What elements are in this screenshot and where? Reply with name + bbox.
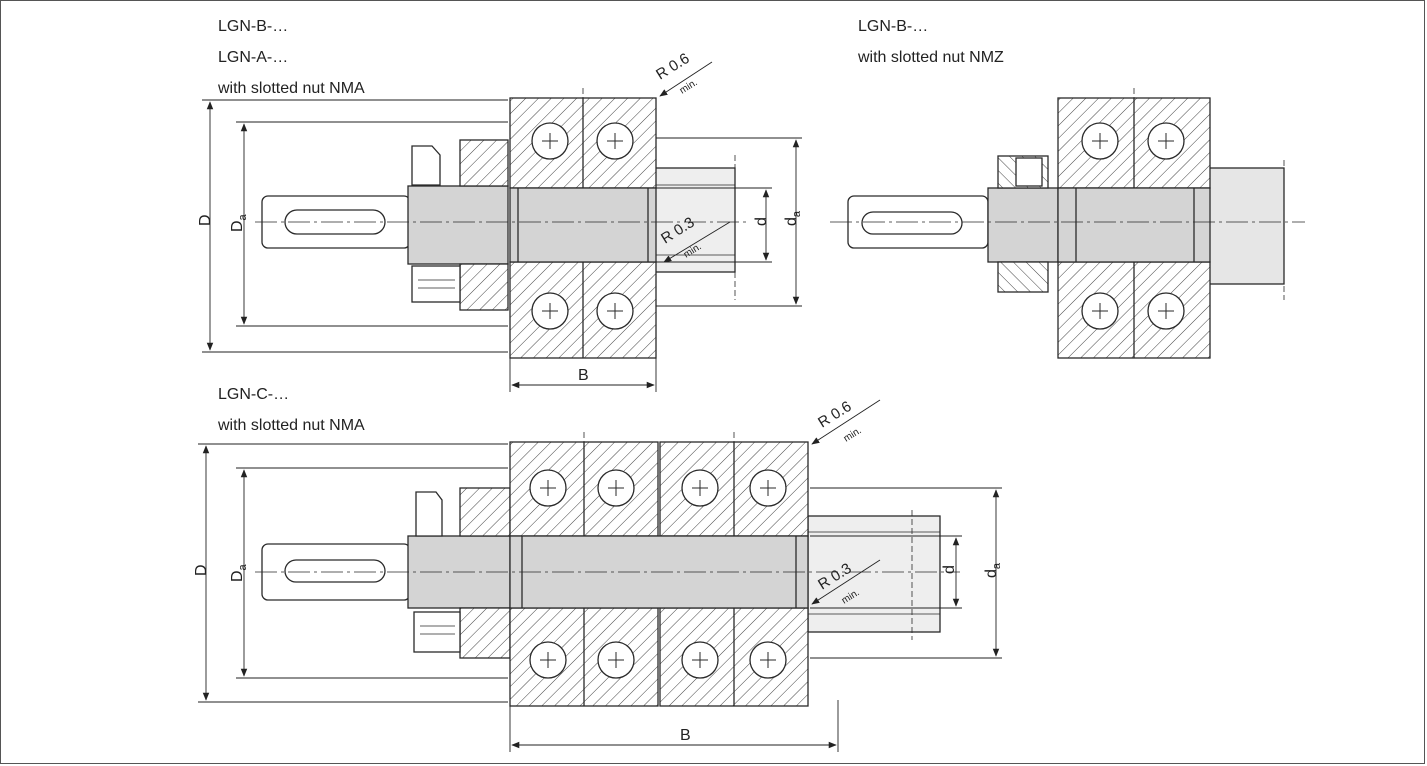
guide-rail xyxy=(654,167,736,273)
nut-screw xyxy=(411,265,461,303)
variant-label-lgn-a: LGN-A-… xyxy=(218,49,289,66)
shaft-shoulder xyxy=(987,187,1059,263)
dim-D: D xyxy=(193,564,210,576)
guide-rail xyxy=(1205,167,1285,285)
dim-Da: Da xyxy=(229,563,249,582)
assembly-top-left xyxy=(255,88,750,359)
slotted-nut-upper xyxy=(459,487,511,537)
slotted-nut-tab xyxy=(411,145,441,186)
slotted-nut-lower xyxy=(459,607,511,659)
inner-shaft xyxy=(1057,187,1211,263)
radius-r06: R 0.6 xyxy=(815,398,854,431)
dimensions-bottom xyxy=(198,399,1002,752)
assembly-bottom xyxy=(255,432,960,707)
keyway xyxy=(861,211,963,235)
variant-caption-nmz: with slotted nut NMZ xyxy=(858,49,1004,66)
shaft-shoulder xyxy=(407,185,509,265)
variant-label-lgn-c: LGN-C-… xyxy=(218,386,290,403)
slotted-nut-lower xyxy=(459,263,509,311)
radius-min: min. xyxy=(678,77,700,96)
keyway xyxy=(284,559,386,583)
variant-caption-nma: with slotted nut NMA xyxy=(218,80,365,97)
dim-D: D xyxy=(197,214,214,226)
dim-B: B xyxy=(578,367,589,384)
variant-caption-nma-bottom: with slotted nut NMA xyxy=(218,417,365,434)
slotted-nut-upper xyxy=(459,139,509,187)
dim-Da: Da xyxy=(229,213,249,232)
dim-d: d xyxy=(941,565,958,574)
dim-d: d xyxy=(753,217,770,226)
dim-da: da xyxy=(983,562,1003,578)
dimensions-top-left xyxy=(202,61,802,392)
variant-label-lgn-b-nmz: LGN-B-… xyxy=(858,18,929,35)
variant-label-lgn-b: LGN-B-… xyxy=(218,18,289,35)
assembly-top-right xyxy=(830,88,1305,359)
slotted-nut-tab xyxy=(415,491,443,537)
dim-da: da xyxy=(783,210,803,226)
dim-B: B xyxy=(680,727,691,744)
radius-min: min. xyxy=(842,425,864,444)
inner-shaft xyxy=(509,187,657,263)
nut-lower xyxy=(997,261,1049,293)
